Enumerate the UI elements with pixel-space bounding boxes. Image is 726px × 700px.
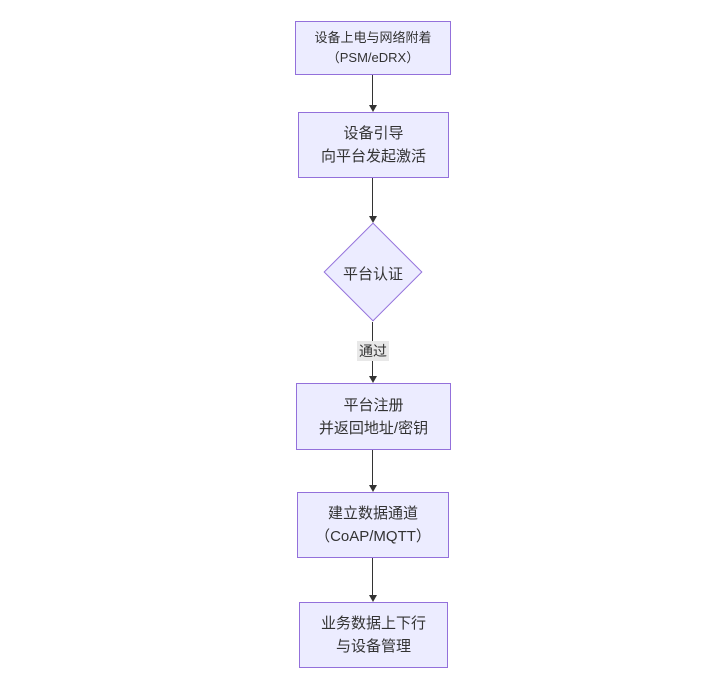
node-power-attach-line2: （PSM/eDRX） (326, 50, 420, 65)
arrowhead-down-icon (369, 376, 377, 383)
node-data-channel: 建立数据通道 （CoAP/MQTT） (297, 492, 449, 558)
node-data-channel-line2: （CoAP/MQTT） (315, 528, 431, 545)
node-power-attach-line1: 设备上电与网络附着 (314, 30, 432, 45)
edge-label-pass: 通过 (357, 341, 389, 361)
node-bootstrap-line1: 设备引导 (343, 125, 404, 142)
node-data-channel-line1: 建立数据通道 (327, 505, 418, 522)
node-bootstrap: 设备引导 向平台发起激活 (298, 112, 449, 178)
arrowhead-down-icon (369, 485, 377, 492)
node-platform-register-line1: 平台注册 (343, 396, 404, 414)
node-business-data-line2: 与设备管理 (335, 638, 411, 655)
node-platform-register: 平台注册 并返回地址/密钥 (296, 383, 451, 450)
arrowhead-down-icon (369, 105, 377, 112)
node-platform-register-line2: 并返回地址/密钥 (318, 419, 429, 437)
arrowhead-down-icon (369, 595, 377, 602)
node-bootstrap-line2: 向平台发起激活 (320, 148, 426, 165)
arrowhead-down-icon (369, 216, 377, 223)
edge-register-to-channel (372, 450, 373, 486)
decision-platform-auth-label: 平台认证 (342, 266, 403, 283)
edge-power-to-bootstrap (372, 75, 373, 106)
node-business-data-line1: 业务数据上下行 (320, 615, 426, 632)
node-power-attach: 设备上电与网络附着 （PSM/eDRX） (295, 21, 451, 75)
edge-channel-to-business (372, 558, 373, 596)
edge-bootstrap-to-auth (372, 178, 373, 217)
node-business-data: 业务数据上下行 与设备管理 (299, 602, 448, 668)
